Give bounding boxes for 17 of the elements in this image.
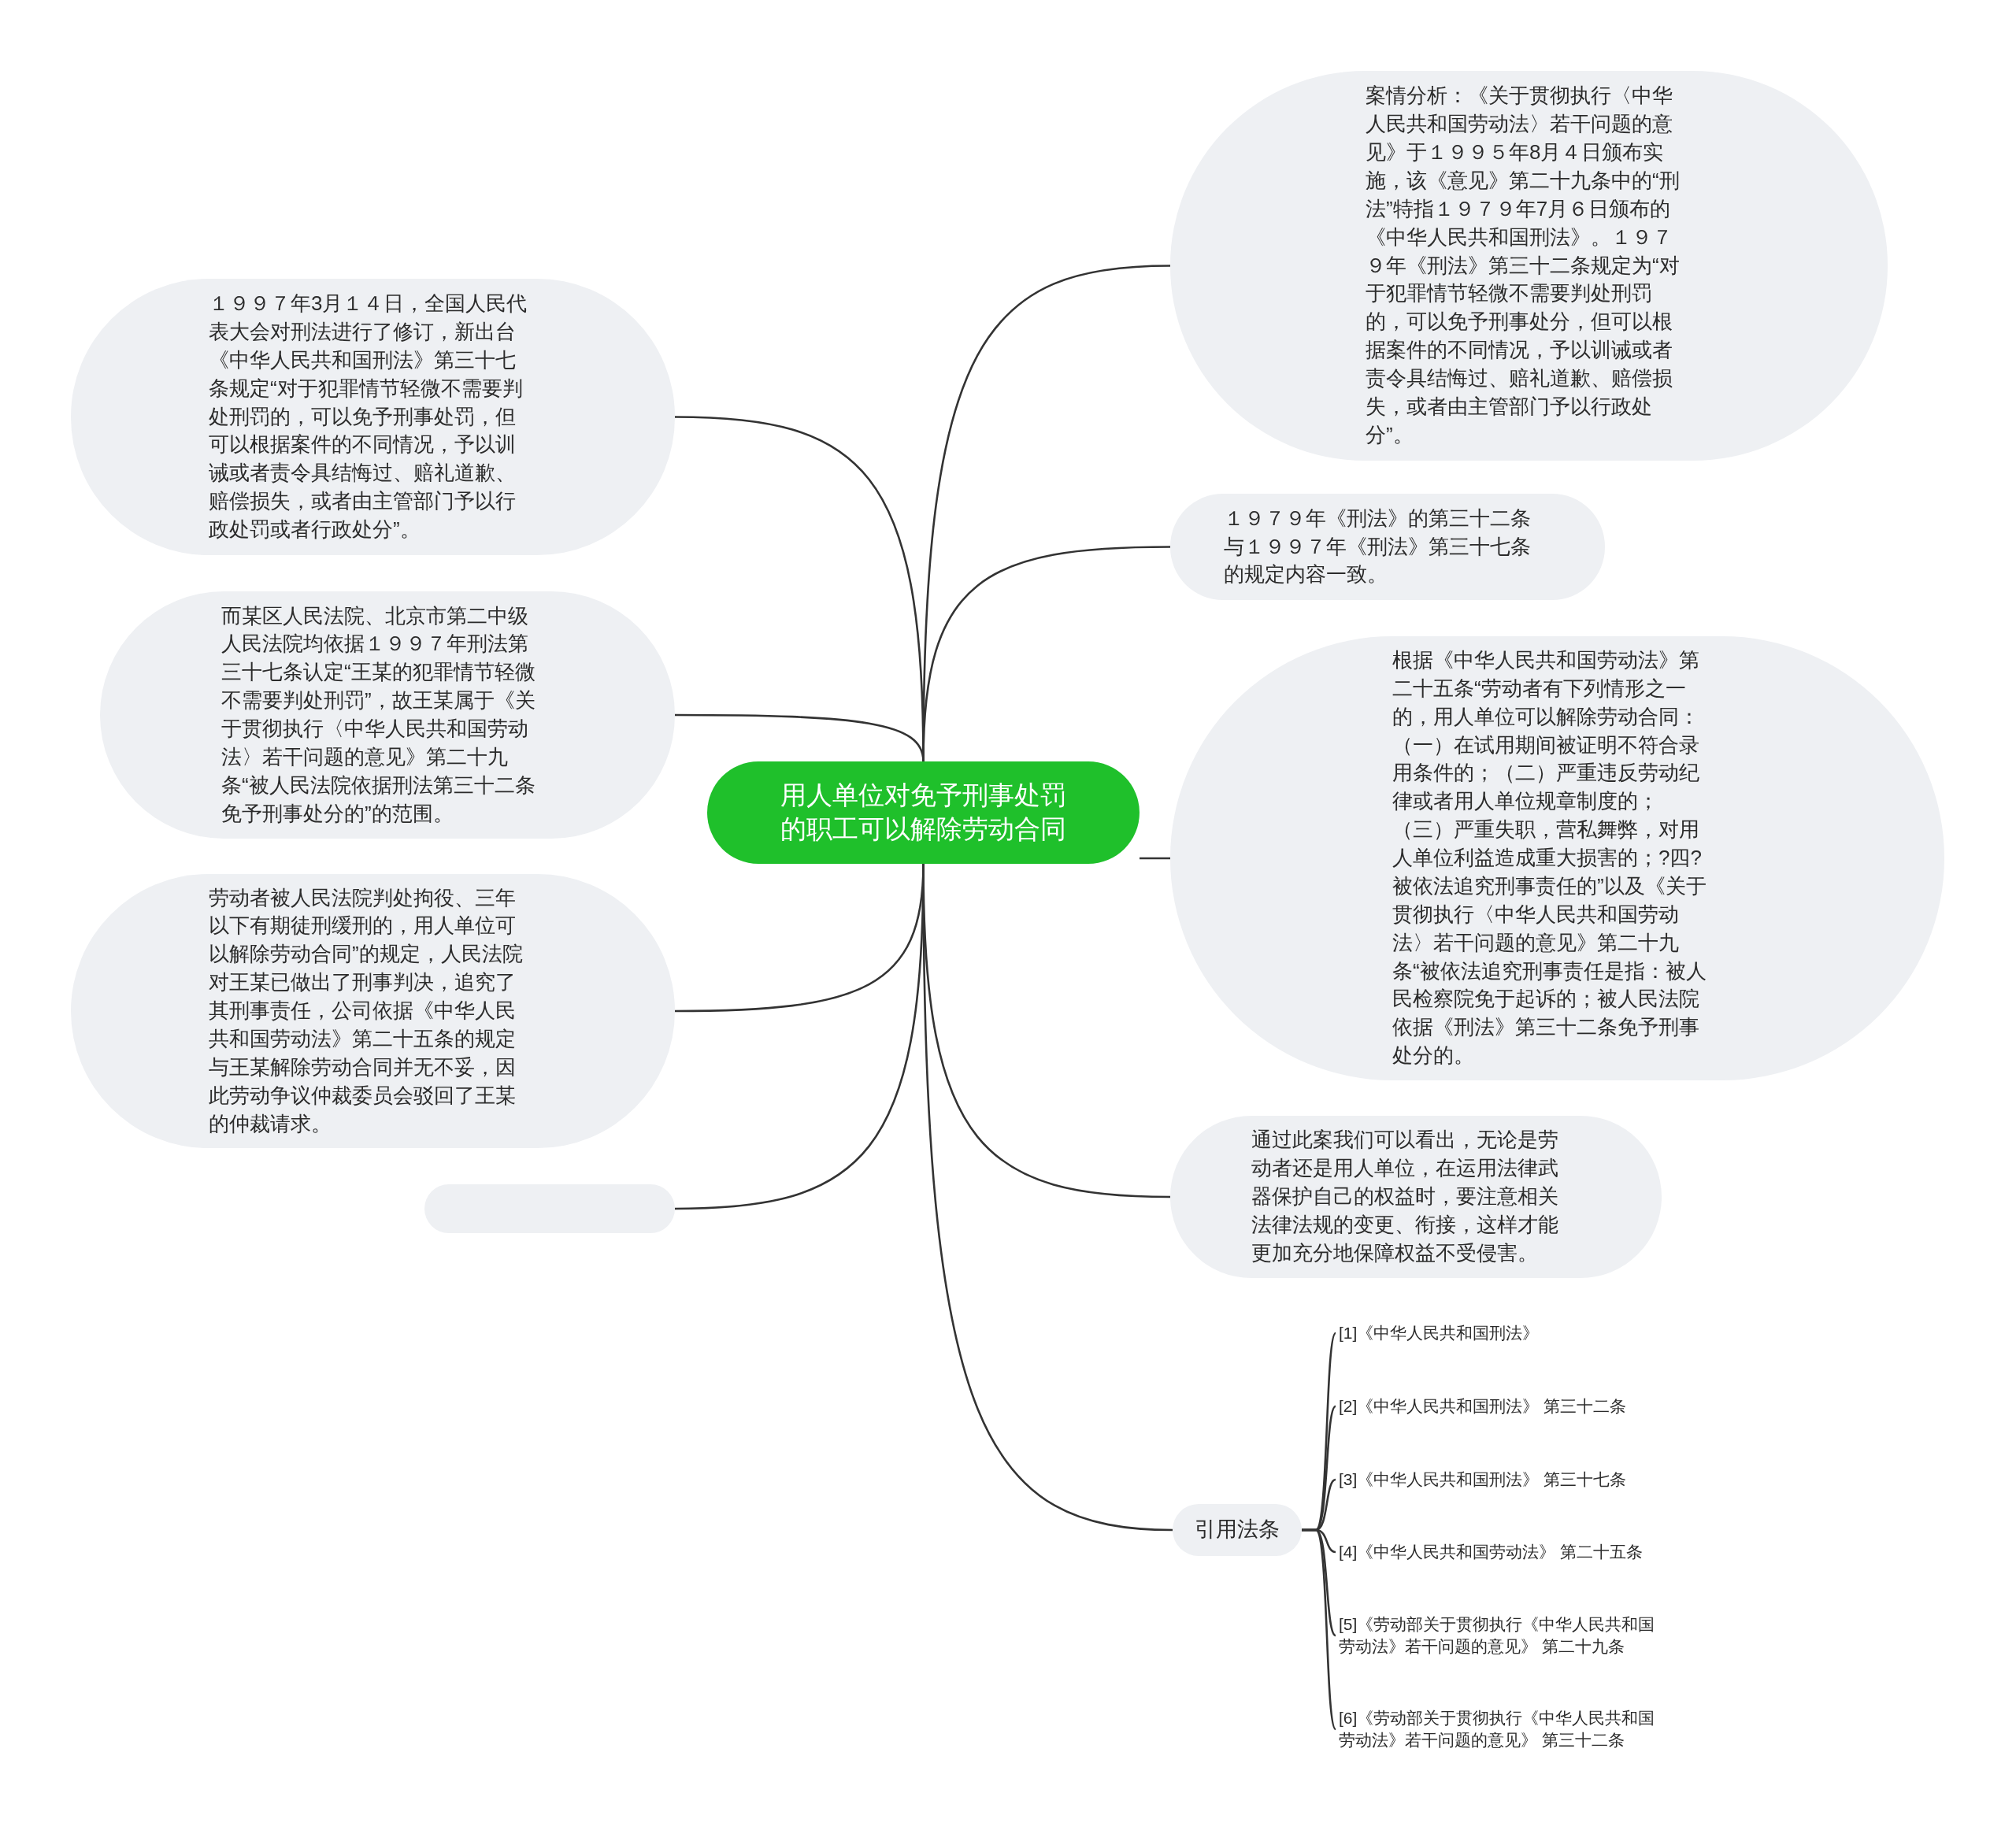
topic-bubble: １９７９年《刑法》的第三十二条与１９９７年《刑法》第三十七条的规定内容一致。 (1170, 494, 1605, 600)
reference-text: [3]《中华人民共和国刑法》 第三十七条 (1339, 1468, 1701, 1491)
topic-pill: 引用法条 (1173, 1504, 1302, 1556)
connector-line (1140, 857, 1170, 860)
connector-line (1302, 1528, 1337, 1730)
reference-text: [6]《劳动部关于贯彻执行《中华人民共和国劳动法》若干问题的意见》 第三十二条 (1339, 1706, 1670, 1752)
topic-bubble: 而某区人民法院、北京市第二中级人民法院均依据１９９７年刑法第三十七条认定“王某的犯罪情节轻微不需要判处刑罚”，故王某属于《关于贯彻执行〈中华人民共和国劳动法〉若干问题的意见》第二十九条“被人民法院依据刑法第三十二条免予刑事处分的”的范围。 (100, 591, 675, 839)
reference-text: [1]《中华人民共和国刑法》 (1339, 1321, 1701, 1345)
reference-text: [5]《劳动部关于贯彻执行《中华人民共和国劳动法》若干问题的意见》 第二十九条 (1339, 1613, 1670, 1658)
topic-bubble: 根据《中华人民共和国劳动法》第二十五条“劳动者有下列情形之一的，用人单位可以解除劳动合同：（一）在试用期间被证明不符合录用条件的；（二）严重违反劳动纪律或者用人单位规章制度的；（三）严重失职，营私舞弊，对用人单位利益造成重大损害的；?四?被依法追究刑事责任的”以及《关于贯彻执行〈中华人民共和国劳动法〉若干问题的意见》第二十九条“被依法追究刑事责任是指：被人民检察院免于起诉的；被人民法院依据《刑法》第三十二条免予刑事处分的。 (1170, 636, 1944, 1080)
topic-bubble: 通过此案我们可以看出，无论是劳动者还是用人单位，在运用法律武器保护自己的权益时，要注意相关法律法规的变更、衔接，这样才能更加充分地保障权益不受侵害。 (1170, 1116, 1662, 1278)
topic-bubble: 劳动者被人民法院判处拘役、三年以下有期徒刑缓刑的，用人单位可以解除劳动合同”的规定，人民法院对王某已做出了刑事判决，追究了其刑事责任，公司依据《中华人民共和国劳动法》第二十五条的规定与王某解除劳动合同并无不妥，因此劳动争议仲裁委员会驳回了王某的仲裁请求。 (71, 874, 675, 1148)
topic-bubble: １９９７年3月１４日，全国人民代表大会对刑法进行了修订，新出台《中华人民共和国刑法》第三十七条规定“对于犯罪情节轻微不需要判处刑罚的，可以免予刑事处罚，但可以根据案件的不同情况，予以训诫或者责令具结悔过、赔礼道歉、赔偿损失，或者由主管部门予以行政处罚或者行政处分”。 (71, 279, 675, 555)
reference-text: [4]《中华人民共和国劳动法》 第二十五条 (1339, 1540, 1701, 1564)
topic-bubble: 案情分析：《关于贯彻执行〈中华人民共和国劳动法〉若干问题的意见》于１９９５年8月４日颁布实施，该《意见》第二十九条中的“刑法”特指１９７９年7月６日颁布的《中华人民共和国刑法》。１９７９年《刑法》第三十二条规定为“对于犯罪情节轻微不需要判处刑罚的，可以免予刑事处分，但可以根据案件的不同情况，予以训诫或者责令具结悔过、赔礼道歉、赔偿损失，或者由主管部门予以行政处分”。 (1170, 71, 1888, 461)
central-topic: 用人单位对免予刑事处罚的职工可以解除劳动合同 (707, 761, 1140, 864)
reference-text: [2]《中华人民共和国刑法》 第三十二条 (1339, 1395, 1701, 1418)
